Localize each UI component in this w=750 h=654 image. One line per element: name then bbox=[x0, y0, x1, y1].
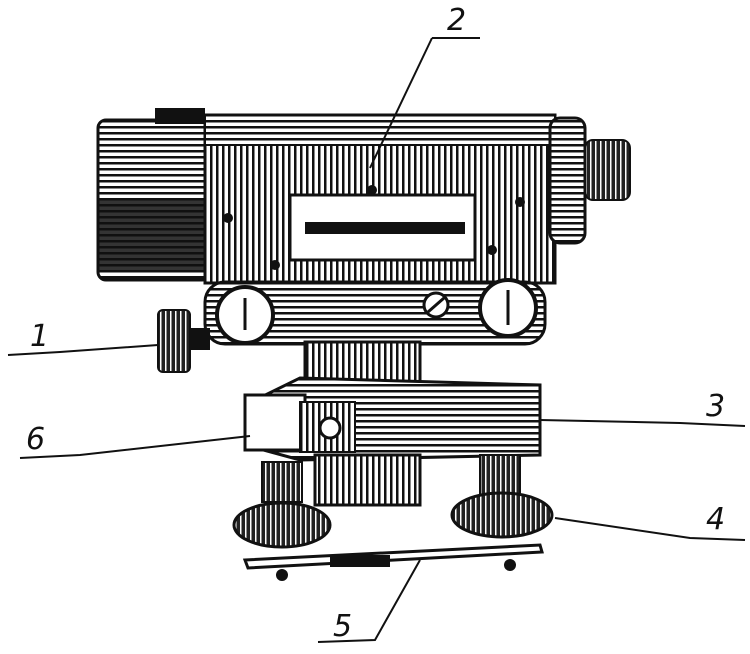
callout-1: 1 bbox=[30, 319, 50, 354]
callout-3: 3 bbox=[706, 389, 726, 424]
eyepiece bbox=[548, 116, 631, 245]
telescope-objective bbox=[96, 108, 212, 282]
leader-lines bbox=[7, 37, 746, 643]
screw-icon bbox=[367, 185, 377, 195]
foot-screws bbox=[232, 454, 554, 549]
telescope-body bbox=[203, 113, 557, 285]
callout-6: 6 bbox=[26, 422, 46, 457]
horizontal-base bbox=[203, 278, 547, 346]
callout-2: 2 bbox=[447, 3, 467, 38]
tribrach bbox=[243, 376, 542, 507]
base-plate bbox=[242, 543, 544, 581]
callout-4: 4 bbox=[706, 502, 726, 537]
callout-5: 5 bbox=[333, 609, 353, 644]
fine-motion-screw bbox=[157, 309, 210, 373]
